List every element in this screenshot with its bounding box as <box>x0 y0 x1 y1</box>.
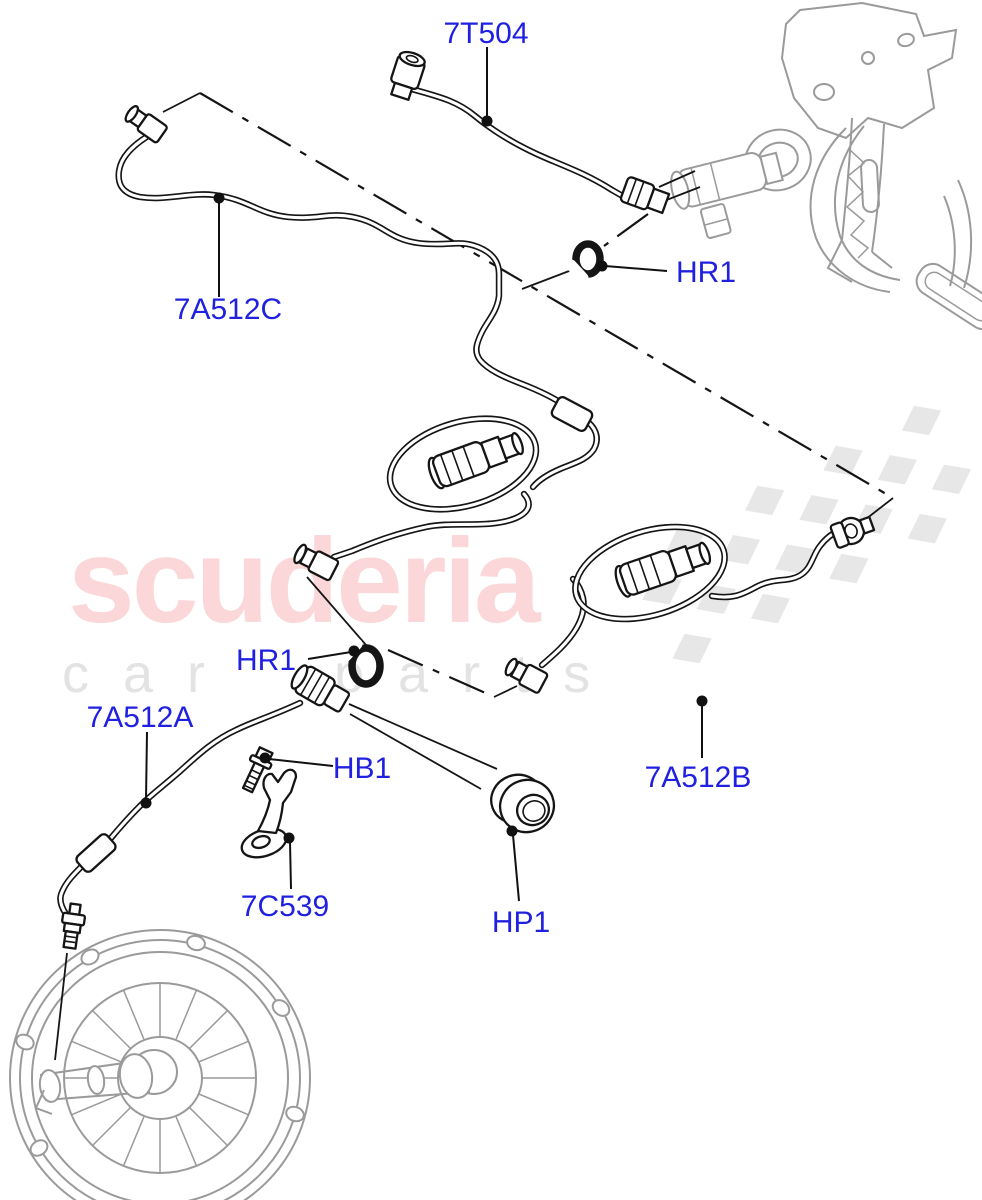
elbow-connector <box>390 50 426 101</box>
grommet-hp1 <box>490 773 556 834</box>
pipe-7t504 <box>390 50 671 215</box>
clutch-pedal-assembly <box>670 1 982 331</box>
pipe-sleeve <box>550 395 594 433</box>
part-label-hr1-mid[interactable]: HR1 <box>236 644 296 677</box>
male-end-fitting <box>504 657 549 694</box>
clutch-pressure-plate <box>9 929 311 1200</box>
pipe-7a512a <box>57 664 351 950</box>
retaining-clip-hr1-top <box>565 240 604 284</box>
pipe-sleeve <box>75 833 117 873</box>
bleed-end-fitting <box>61 902 87 950</box>
concentric-slave-cylinder <box>34 1053 154 1115</box>
pipe-7a512b <box>504 515 876 694</box>
male-end-fitting <box>293 543 340 582</box>
leader-lines <box>140 47 708 902</box>
part-label-7a512a[interactable]: 7A512A <box>87 701 194 734</box>
quick-connect-coupling <box>619 176 671 215</box>
part-label-7t504[interactable]: 7T504 <box>443 17 528 50</box>
part-label-7c539[interactable]: 7C539 <box>241 890 329 923</box>
pipe-damper <box>614 541 712 598</box>
assembly-centre-lines <box>54 92 894 1061</box>
part-label-7a512c[interactable]: 7A512C <box>174 293 282 326</box>
part-label-hb1[interactable]: HB1 <box>333 752 391 785</box>
brand-watermark: scuderia <box>68 514 542 648</box>
part-label-hr1-top[interactable]: HR1 <box>676 256 736 289</box>
pipe-7a512c <box>115 105 600 582</box>
part-label-hp1[interactable]: HP1 <box>492 906 550 939</box>
female-quick-connector <box>290 664 351 713</box>
pipe-end-connector <box>829 515 876 549</box>
clutch-master-cylinder <box>670 151 784 210</box>
pipe-damper <box>427 432 524 490</box>
part-label-7a512b[interactable]: 7A512B <box>645 761 752 794</box>
male-end-fitting <box>124 105 168 144</box>
